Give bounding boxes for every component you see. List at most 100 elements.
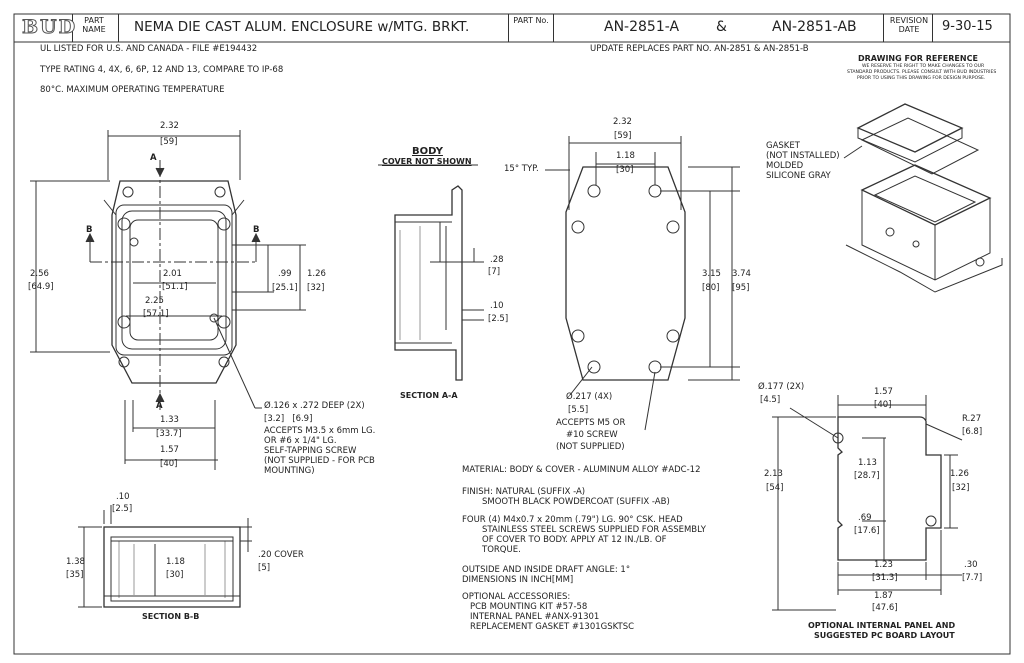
draft-note: OUTSIDE AND INSIDE DRAFT ANGLE: 1° <box>462 565 631 575</box>
section-b-label: B <box>86 225 93 235</box>
gasket-note: MOLDED <box>766 161 804 171</box>
top-view-outline <box>30 130 306 470</box>
part-no-b: AN-2851-AB <box>772 19 857 35</box>
dim-width-mm: [59] <box>614 131 632 141</box>
hole-callout-mm: [3.2] [6.9] <box>264 414 313 424</box>
dim-123: 1.23 <box>874 560 893 570</box>
dim-inner-width: 2.01 <box>163 269 182 279</box>
bottom-view-outline <box>545 136 740 431</box>
dim-133-mm: [33.7] <box>156 429 182 439</box>
dim-157: 1.57 <box>160 445 179 455</box>
revision-label: REVISION DATE <box>889 16 929 34</box>
angle-note: 15° TYP. <box>504 164 539 174</box>
dim-138: 1.38 <box>66 557 85 567</box>
accessories-note: INTERNAL PANEL #ANX-91301 <box>470 612 600 622</box>
isometric-outline <box>843 103 1003 293</box>
hole-callout: Ø.177 (2X) <box>758 382 805 392</box>
material-note: MATERIAL: BODY & COVER - ALUMINUM ALLOY … <box>462 465 701 475</box>
reference-line: WE RESERVE THE RIGHT TO MAKE CHANGES TO … <box>862 64 985 69</box>
dim-315-mm: [80] <box>702 283 720 293</box>
gasket-note: SILICONE GRAY <box>766 171 831 181</box>
section-aa-outline <box>378 164 484 381</box>
dim-width-mm: [59] <box>160 137 178 147</box>
dim-187: 1.87 <box>874 591 893 601</box>
section-b-label: B <box>253 225 260 235</box>
revision-date: 9-30-15 <box>942 19 993 34</box>
screw-note: OR #6 x 1/4" LG. <box>264 436 337 446</box>
screw-note: (NOT SUPPLIED) <box>556 442 625 452</box>
dim-010-mm: [2.5] <box>488 314 509 324</box>
reference-line: PRIOR TO USING THIS DRAWING FOR DESIGN P… <box>857 76 986 81</box>
hole-callout-mm: [5.5] <box>568 405 589 415</box>
hole-callout-mm: [4.5] <box>760 395 781 405</box>
gasket-note: GASKET <box>766 141 800 151</box>
section-aa-label: SECTION A-A <box>400 391 458 400</box>
dim-118: 1.18 <box>616 151 635 161</box>
dim-126-mm: [32] <box>307 283 325 293</box>
dim-069-mm: [17.6] <box>854 526 880 536</box>
dim-213: 2.13 <box>764 469 783 479</box>
accessories-note: OPTIONAL ACCESSORIES: <box>462 592 571 602</box>
hole-callout: Ø.126 x .272 DEEP (2X) <box>264 401 365 411</box>
panel-title: SUGGESTED PC BOARD LAYOUT <box>814 631 955 640</box>
dim-133: 1.33 <box>160 415 179 425</box>
ul-note: UL LISTED FOR U.S. AND CANADA - FILE #E1… <box>40 44 258 54</box>
header-divider <box>883 14 884 42</box>
header-divider <box>553 14 554 42</box>
dim-inner-width-mm: [51.1] <box>162 282 188 292</box>
dim-069: .69 <box>858 513 872 523</box>
screw-note: SELF-TAPPING SCREW <box>264 446 357 456</box>
screw-note: #10 SCREW <box>566 430 618 440</box>
finish-note: SMOOTH BLACK POWDERCOAT (SUFFIX -AB) <box>482 497 670 507</box>
dim-radius: R.27 <box>962 414 982 424</box>
dim-cover-mm: [5] <box>258 563 271 573</box>
dim-113-mm: [28.7] <box>854 471 880 481</box>
header-divider <box>118 14 119 42</box>
dim-315: 3.15 <box>702 269 721 279</box>
dim-010: .10 <box>116 492 130 502</box>
screw-note: ACCEPTS M3.5 x 6mm LG. <box>264 426 376 436</box>
temperature-note: 80°C. MAXIMUM OPERATING TEMPERATURE <box>40 85 225 95</box>
dim-157: 1.57 <box>874 387 893 397</box>
part-no-a: AN-2851-A <box>604 19 680 35</box>
dim-126: 1.26 <box>950 469 969 479</box>
screw-spec: FOUR (4) M4x0.7 x 20mm (.79") LG. 90° CS… <box>462 515 683 525</box>
dim-118-mm: [30] <box>166 570 184 580</box>
dim-374: 3.74 <box>732 269 751 279</box>
dim-187-mm: [47.6] <box>872 603 898 613</box>
screw-note: (NOT SUPPLIED - FOR PCB <box>264 456 375 466</box>
dim-radius-mm: [6.8] <box>962 427 983 437</box>
screw-spec: TORQUE. <box>482 545 521 555</box>
gasket-note: (NOT INSTALLED) <box>766 151 840 161</box>
dim-157-mm: [40] <box>160 459 178 469</box>
finish-note: FINISH: NATURAL (SUFFIX -A) <box>462 487 586 497</box>
type-rating-note: TYPE RATING 4, 4X, 6, 6P, 12 AND 13, COM… <box>40 65 284 75</box>
dim-width: 2.32 <box>160 121 179 131</box>
section-bb-label: SECTION B-B <box>142 612 200 621</box>
dim-118-mm: [30] <box>616 165 634 175</box>
dim-028: .28 <box>490 255 504 265</box>
header-divider <box>932 14 933 42</box>
dim-010: .10 <box>490 301 504 311</box>
header-divider <box>508 14 509 42</box>
screw-note: ACCEPTS M5 OR <box>556 418 626 428</box>
screw-spec: OF COVER TO BODY. APPLY AT 12 IN./LB. OF <box>482 535 667 545</box>
section-a-label: A <box>150 153 157 163</box>
dim-213-mm: [54] <box>766 483 784 493</box>
draft-note: DIMENSIONS IN INCH[MM] <box>462 575 574 585</box>
section-a-label: A <box>156 401 163 411</box>
part-name: NEMA DIE CAST ALUM. ENCLOSURE w/MTG. BRK… <box>134 19 470 35</box>
accessories-note: REPLACEMENT GASKET #1301GSKTSC <box>470 622 635 632</box>
update-note: UPDATE REPLACES PART NO. AN-2851 & AN-28… <box>590 44 809 54</box>
ampersand: & <box>716 19 727 35</box>
dim-width: 2.32 <box>613 117 632 127</box>
dim-118: 1.18 <box>166 557 185 567</box>
section-aa-title: BODY <box>412 146 443 157</box>
header-divider <box>72 14 73 42</box>
screw-spec: STAINLESS STEEL SCREWS SUPPLIED FOR ASSE… <box>482 525 706 535</box>
accessories-note: PCB MOUNTING KIT #57-58 <box>470 602 588 612</box>
panel-title: OPTIONAL INTERNAL PANEL AND <box>808 621 956 630</box>
dim-inner-width2-mm: [57.1] <box>143 309 169 319</box>
section-bb-outline <box>78 505 252 608</box>
section-aa-subtitle: COVER NOT SHOWN <box>382 157 472 166</box>
